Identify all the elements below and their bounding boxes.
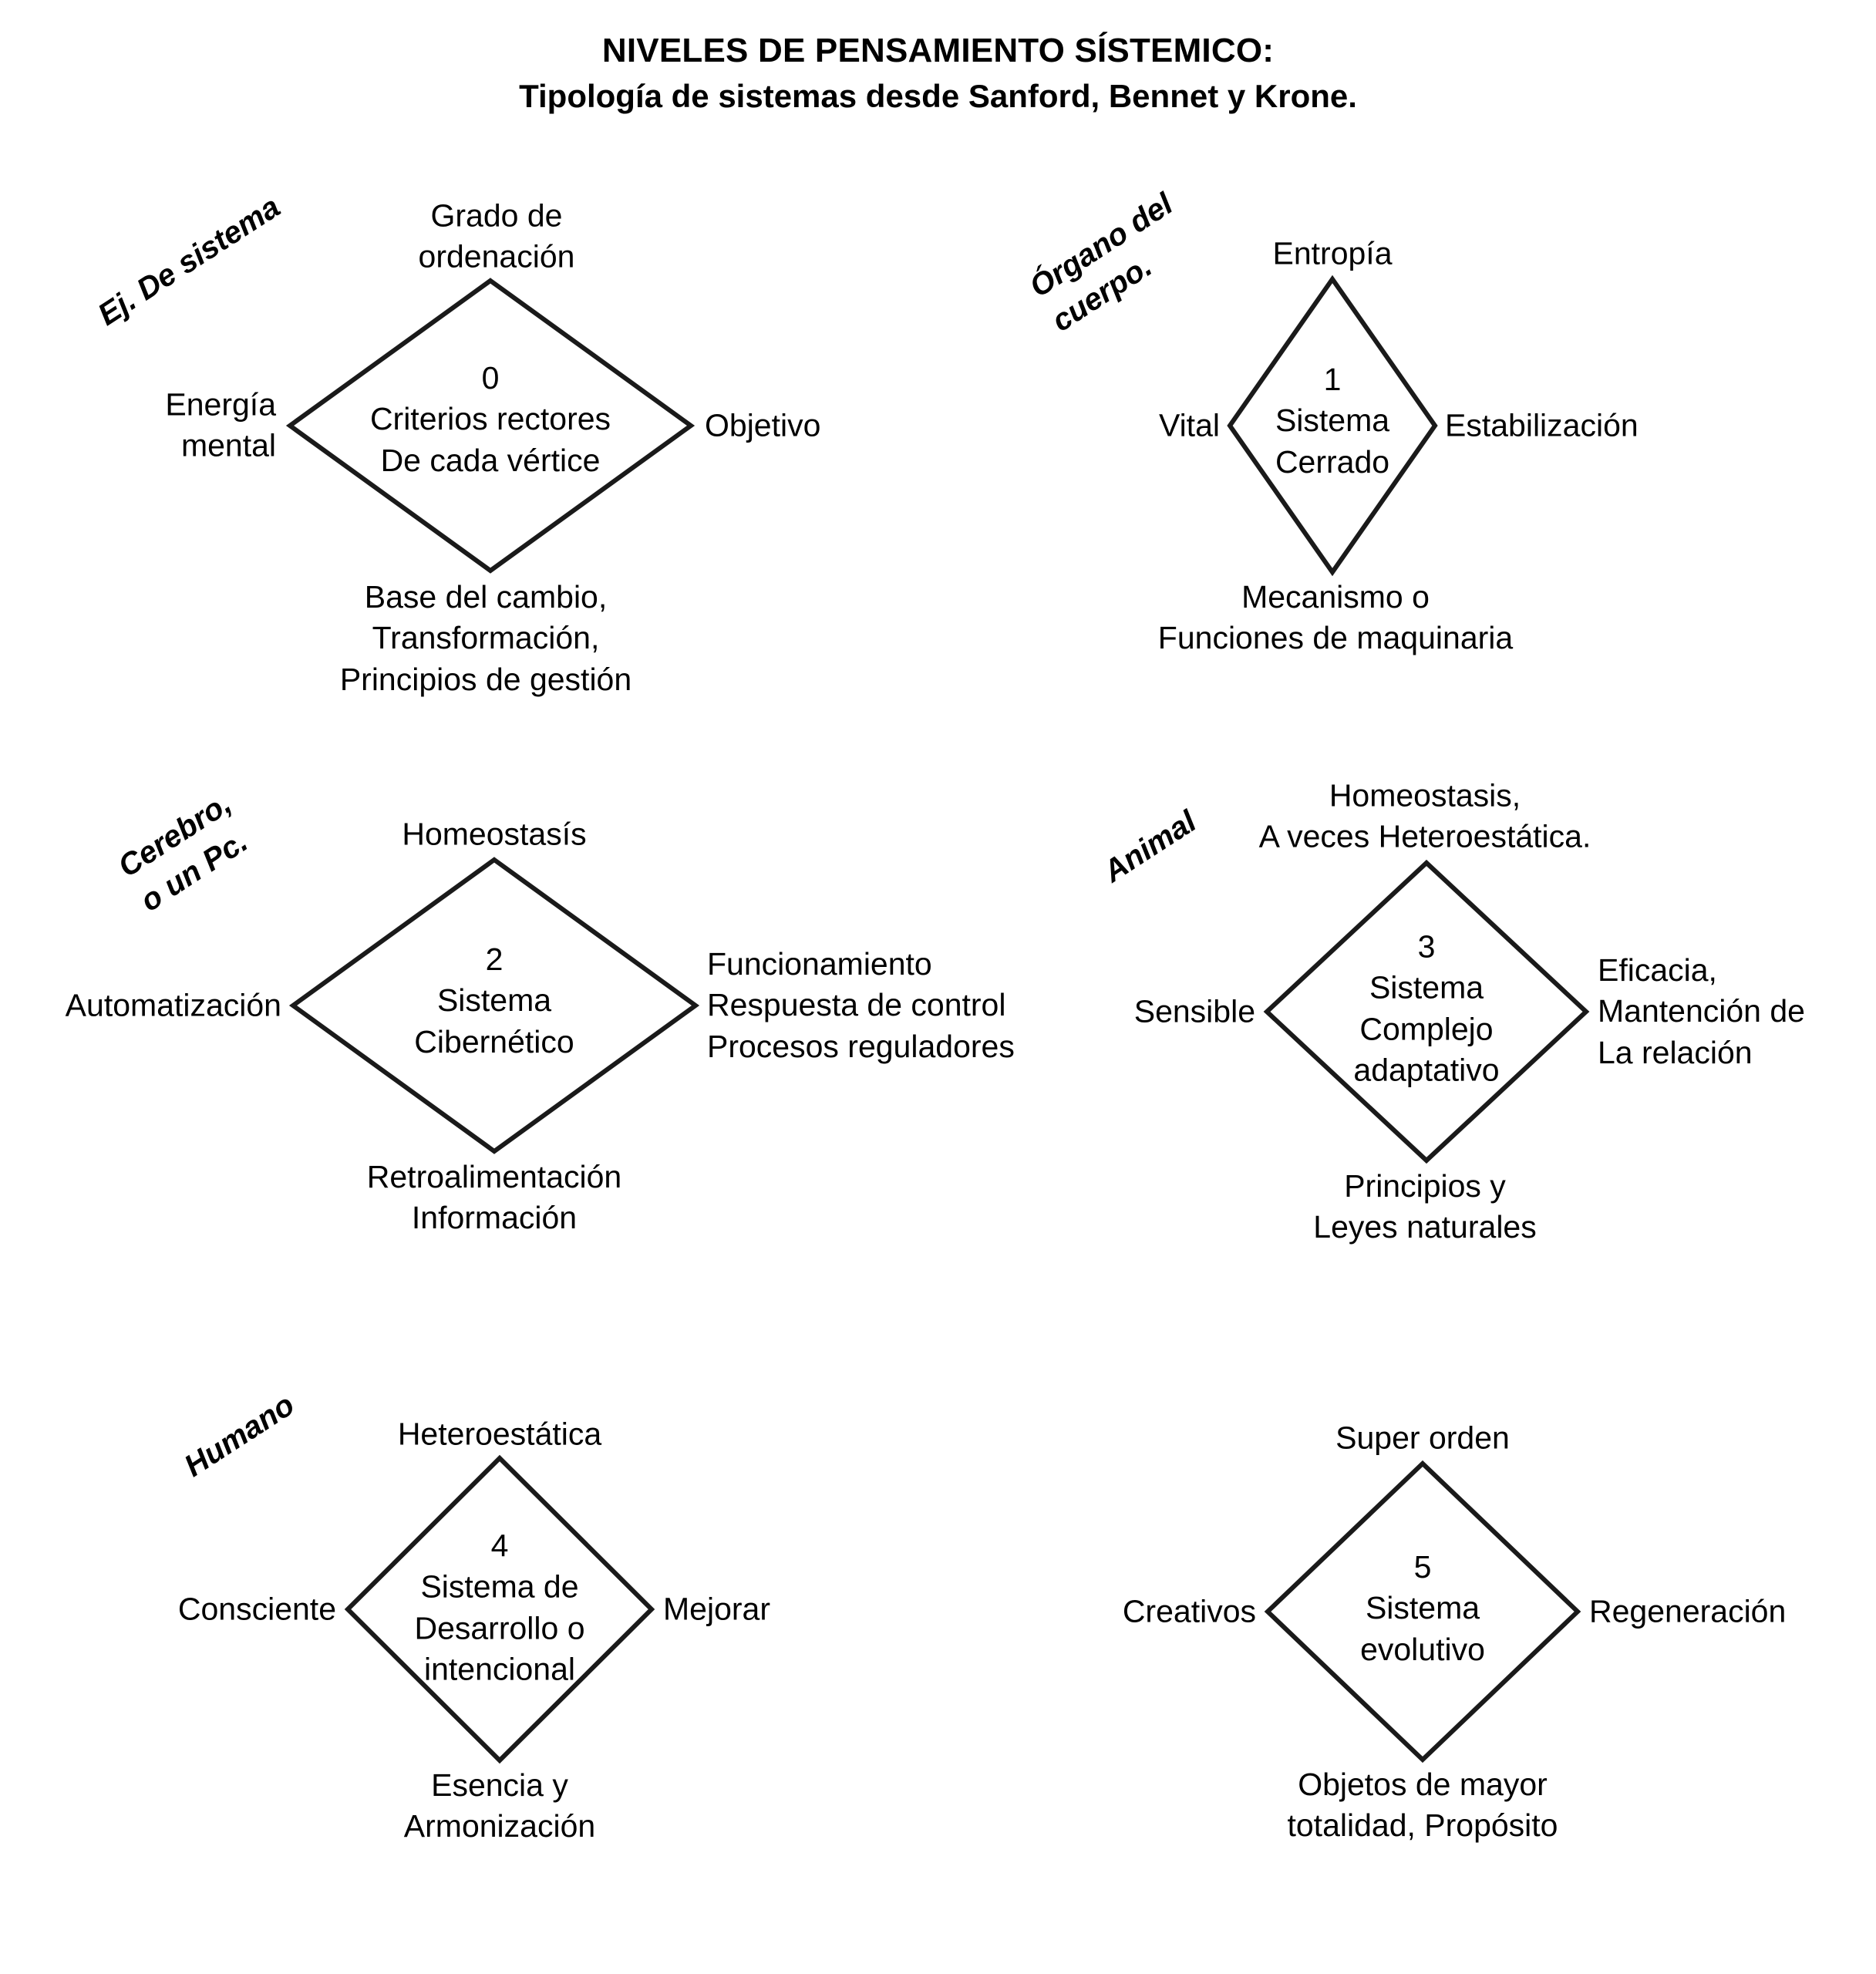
diamond-shape-3 [1263,859,1590,1164]
level-5-center-text: 5 Sistema evolutivo [1360,1549,1485,1667]
level-3-right-label: Eficacia, Mantención de La relación [1598,952,1805,1070]
level-0-top-label: Grado de ordenación [418,197,575,275]
level-0-right-label: Objetivo [705,407,821,443]
diamond-shape-0 [285,278,696,574]
diamond-shape-2 [288,857,700,1154]
level-0-bottom-label: Base del cambio, Transformación, Princip… [339,579,632,697]
level-5-right-label: Regeneración [1589,1593,1787,1629]
level-0-left-label: Energía mental [165,386,276,463]
level-5-left-label: Creativos [1122,1593,1256,1629]
level-3-left-label: Sensible [1133,993,1255,1029]
level-4-right-label: Mejorar [663,1591,770,1627]
level-5-top-label: Super orden [1335,1420,1510,1456]
level-2-bottom-label: Retroalimentación Información [366,1159,622,1236]
level-3-top-label: Homeostasis, A veces Heteroestática. [1258,777,1591,854]
level-2-right-label: Funcionamiento Respuesta de control Proc… [707,946,1015,1064]
level-4-top-label: Heteroestática [397,1416,602,1452]
level-2-top-label: Homeostasís [402,816,587,852]
level-4-bottom-label: Esencia y Armonización [403,1767,596,1844]
level-1-left-label: Vital [1158,407,1220,443]
level-3-bottom-label: Principios y Leyes naturales [1313,1168,1537,1245]
level-1-top-label: Entropía [1272,235,1393,271]
level-1-center-text: 1 Sistema Cerrado [1275,362,1390,480]
diamond-shape-5 [1264,1460,1581,1763]
level-1-bottom-label: Mecanismo o Funciones de maquinaria [1157,579,1514,656]
level-3-center-text: 3 Sistema Complejo adaptativo [1353,928,1500,1088]
page-title: NIVELES DE PENSAMIENTO SÍSTEMICO: Tipolo… [0,29,1876,117]
level-0-center-text: 0 Criterios rectores De cada vértice [369,360,611,478]
level-4-left-label: Consciente [177,1591,336,1627]
level-5-bottom-label: Objetos de mayor totalidad, Propósito [1287,1767,1558,1844]
diamond-shape-4 [344,1454,655,1764]
title-line-2: Tipología de sistemas desde Sanford, Ben… [519,78,1357,115]
level-2-left-label: Automatización [65,987,281,1023]
title-line-1: NIVELES DE PENSAMIENTO SÍSTEMICO: [601,32,1275,69]
diamond-shape-1 [1227,275,1438,577]
level-1-right-label: Estabilización [1445,407,1639,443]
level-2-center-text: 2 Sistema Cibernético [414,942,574,1059]
level-4-center-text: 4 Sistema de Desarrollo o intencional [414,1528,585,1687]
